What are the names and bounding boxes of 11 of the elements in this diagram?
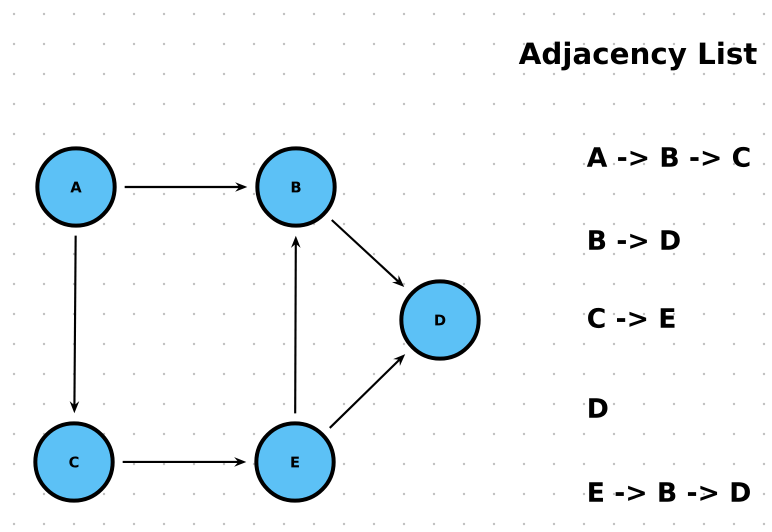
circle-node: E <box>254 421 336 503</box>
adjacency-entry: B -> D <box>589 230 680 250</box>
adjacency-entry: A -> B -> C <box>586 146 750 168</box>
adjacency-entry: E -> B -> D <box>589 482 750 502</box>
adjacency-entry: D <box>589 398 608 418</box>
list-heading: Adjacency List <box>518 42 757 70</box>
circle-node: A <box>35 146 117 228</box>
circle-node: D <box>399 279 481 361</box>
circle-node: B <box>255 146 337 228</box>
adjacency-entry: C -> E <box>588 308 675 328</box>
circle-node: C <box>33 421 115 503</box>
